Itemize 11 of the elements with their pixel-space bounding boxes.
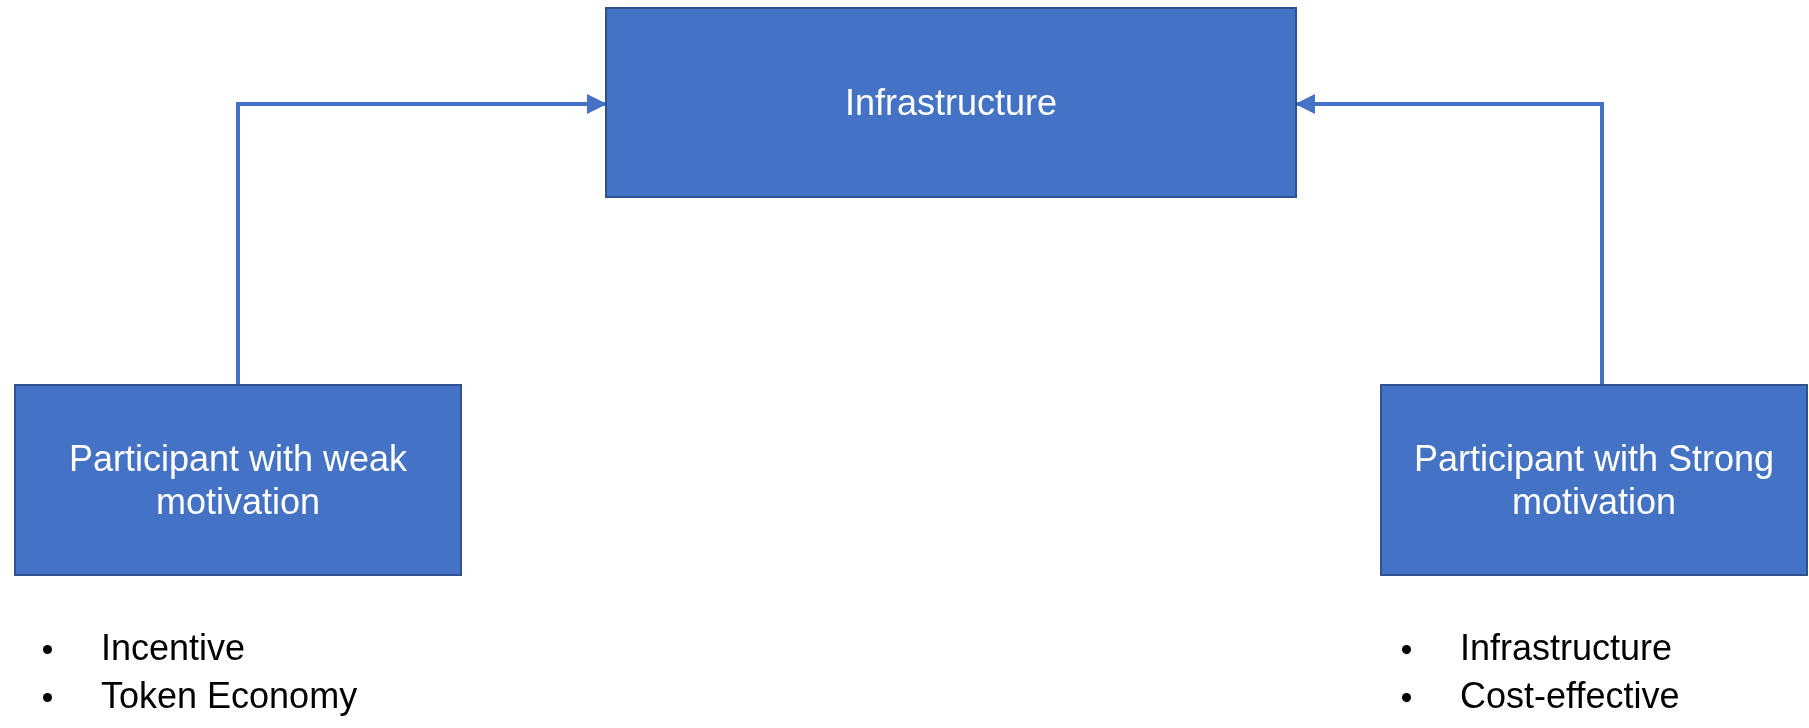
bullet-text: Incentive [101,627,246,668]
bullet-text: Cost-effective [1460,675,1680,716]
connector-arrow [236,94,607,384]
bullet-text: Infrastructure [1460,627,1673,668]
box-label: Participant with weak motivation [67,436,409,524]
box-label: Infrastructure [844,80,1058,125]
process-box [14,384,462,576]
box-label: Participant with Strong motivation [1412,436,1776,524]
process-box [605,7,1297,198]
bullet-text: Token Economy [101,675,358,716]
process-box [1380,384,1808,576]
